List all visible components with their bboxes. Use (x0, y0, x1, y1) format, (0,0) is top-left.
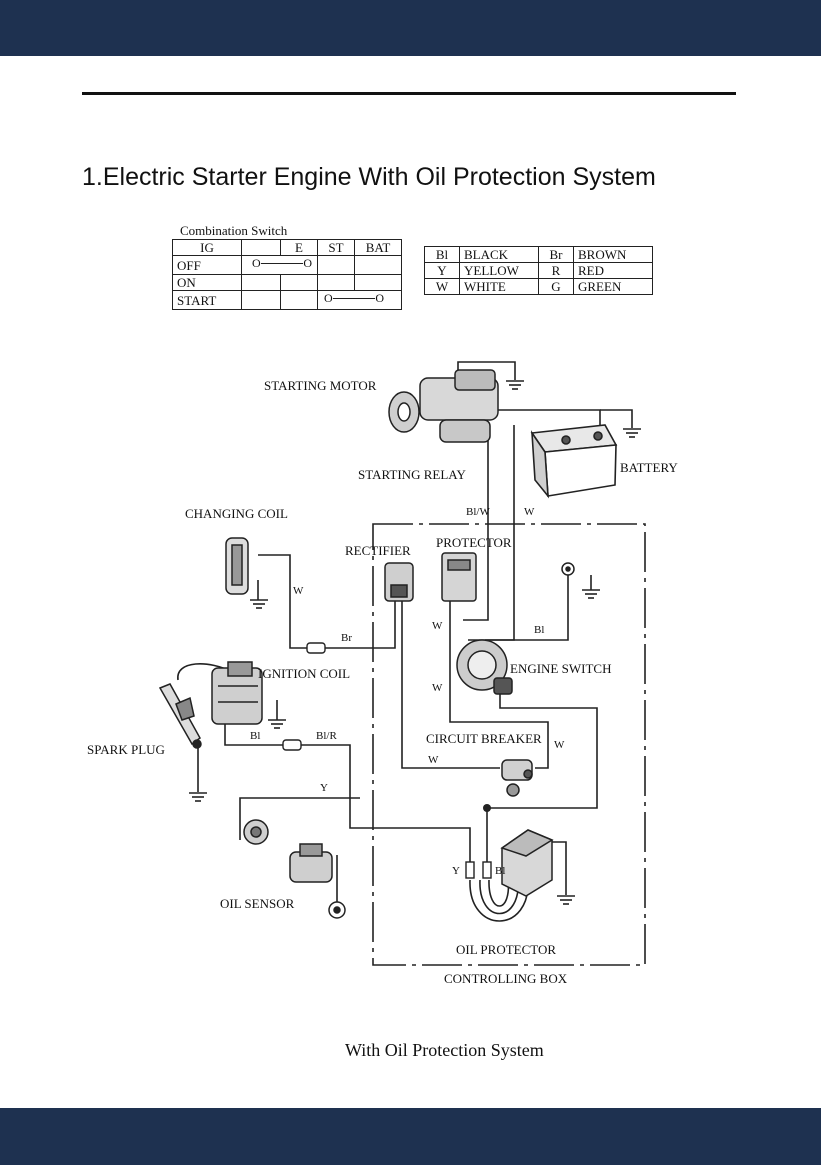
ground-symbol (268, 719, 286, 729)
header-rule (82, 92, 736, 95)
switch-link-st-bat: O O (324, 291, 384, 306)
col-header-st: ST (317, 239, 355, 256)
wire-label-coil-w: W (293, 585, 304, 597)
color-name: BROWN (573, 246, 653, 263)
connector-bl-r (282, 739, 302, 751)
rectifier (384, 562, 414, 602)
color-name: YELLOW (459, 262, 539, 279)
wire-label-relay-w: W (524, 506, 535, 518)
label-spark-plug: SPARK PLUG (87, 742, 165, 757)
spark-plug (158, 683, 202, 749)
label-circuit-breaker: CIRCUIT BREAKER (426, 731, 542, 746)
ground-symbols (189, 380, 641, 905)
ignition-coil (211, 661, 263, 725)
color-name: RED (573, 262, 653, 279)
circuit-breaker (501, 759, 533, 797)
wire-label-relay-bl-w: Bl/W (466, 506, 490, 518)
label-ignition-coil: IGNITION COIL (258, 666, 350, 681)
wire-label-protector-y: Y (452, 865, 460, 877)
terminal-symbol: O (252, 256, 261, 270)
ground-symbol (582, 589, 600, 599)
protector (441, 552, 477, 602)
connector-br (306, 642, 326, 654)
page-title: 1.Electric Starter Engine With Oil Prote… (82, 163, 656, 191)
wire-label-ign-bl-r: Bl/R (316, 730, 337, 742)
connector-y (465, 861, 475, 879)
ground-symbol (189, 792, 207, 802)
connector-bl (482, 861, 492, 879)
engine-switch (456, 639, 513, 695)
label-starting-relay: STARTING RELAY (358, 467, 466, 482)
connection-st-bat: O O (317, 290, 402, 310)
changing-coil (225, 537, 249, 595)
label-rectifier: RECTIFIER (345, 543, 411, 558)
row-label-on: ON (172, 274, 242, 291)
ground-symbol (623, 428, 641, 438)
wire-label-ign-bl: Bl (250, 730, 260, 742)
wire-label-switch-w: W (432, 682, 443, 694)
oil-protector (500, 829, 554, 897)
combination-switch-row-on: ON (172, 274, 402, 291)
terminal-symbol: O (303, 256, 312, 270)
color-code: G (538, 278, 574, 295)
ground-symbol (557, 895, 575, 905)
wire-label-switch-bl: Bl (534, 624, 544, 636)
ground-symbol (506, 380, 524, 390)
combination-switch-row-start: START O O (172, 290, 402, 310)
switch-link-ig-e: O O (252, 256, 312, 271)
label-battery: BATTERY (620, 460, 678, 475)
wire-label-br: Br (341, 632, 352, 644)
wire-label-protector-bl: Bl (495, 865, 505, 877)
label-starting-motor: STARTING MOTOR (264, 378, 377, 393)
ground-symbol (250, 599, 268, 609)
color-legend-row: W WHITE G GREEN (424, 278, 653, 295)
wire-connectors (282, 642, 492, 879)
oil-sensor (243, 819, 346, 919)
color-name: GREEN (573, 278, 653, 295)
figure-caption: With Oil Protection System (345, 1040, 544, 1060)
label-oil-sensor: OIL SENSOR (220, 896, 295, 911)
color-code: Bl (424, 246, 460, 263)
label-changing-coil: CHANGING COIL (185, 506, 288, 521)
label-oil-protector: OIL PROTECTOR (456, 942, 556, 957)
wire-label-protector-w: W (432, 620, 443, 632)
wire-label-sensor-y: Y (320, 782, 328, 794)
color-name: BLACK (459, 246, 539, 263)
controlling-box-outline (372, 523, 646, 966)
bottom-footer-band (0, 1108, 821, 1165)
starting-motor (388, 369, 499, 443)
wire-color-legend: Bl BLACK Br BROWN Y YELLOW R RED W WHITE… (424, 246, 653, 295)
label-engine-switch: ENGINE SWITCH (510, 661, 611, 676)
color-legend-row: Bl BLACK Br BROWN (424, 246, 653, 263)
combination-switch-table: IG E ST BAT OFF O O ON START O O (172, 239, 402, 310)
wire-label-breaker-w-bottom: W (428, 754, 439, 766)
combination-switch-title: Combination Switch (180, 223, 288, 238)
switch-ground-post (561, 562, 575, 576)
label-protector: PROTECTOR (436, 535, 512, 550)
battery (530, 424, 618, 499)
color-legend-row: Y YELLOW R RED (424, 262, 653, 279)
junction-dot (483, 804, 491, 812)
terminal-symbol: O (324, 291, 333, 305)
terminal-symbol: O (375, 291, 384, 305)
wire-label-breaker-w-right: W (554, 739, 565, 751)
top-header-band (0, 0, 821, 56)
color-name: WHITE (459, 278, 539, 295)
label-controlling-box: CONTROLLING BOX (444, 971, 568, 986)
